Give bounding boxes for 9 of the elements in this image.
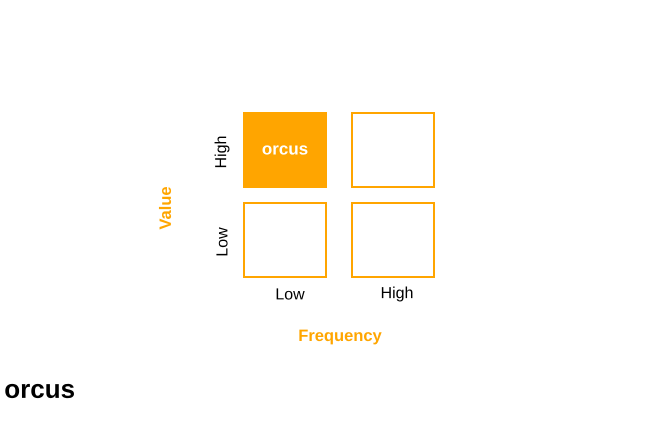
axis-tick-label: Low xyxy=(216,227,228,256)
axis-tick-label: High xyxy=(214,136,230,168)
caption: orcus xyxy=(5,384,74,398)
quadrant-box xyxy=(243,202,327,278)
axis-title: Frequency xyxy=(299,330,382,344)
quadrant-box xyxy=(351,112,435,188)
axis-title: Value xyxy=(158,187,172,230)
quadrant-box: orcus xyxy=(243,112,327,188)
quadrant-box xyxy=(351,202,435,278)
